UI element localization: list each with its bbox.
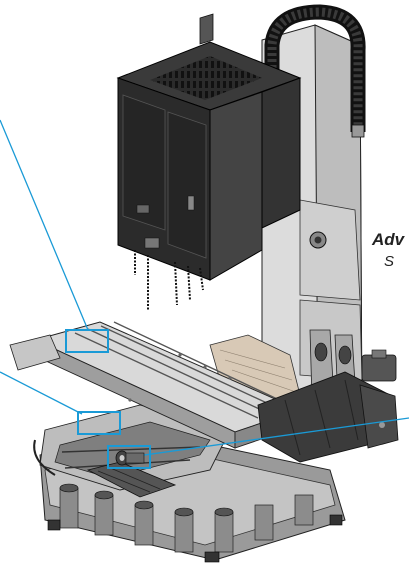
saddle-rails — [33, 404, 231, 498]
caption-line-1: Adv — [372, 230, 405, 249]
callout-line-1 — [0, 119, 89, 331]
way-cover — [209, 334, 301, 416]
callout-lines — [0, 119, 409, 459]
callout-box-saddle-way — [77, 411, 121, 435]
caption-line-2: S — [384, 253, 395, 270]
callout-box-ballscrew — [107, 445, 151, 469]
ballscrew-bearing-detail — [115, 450, 145, 466]
callout-line-3 — [122, 417, 409, 459]
work-table — [9, 321, 399, 463]
cable-chain — [264, 4, 366, 138]
callout-boxes — [65, 329, 151, 469]
spindle-head-cabinet — [116, 13, 302, 310]
callout-box-table-drive — [65, 329, 109, 353]
callout-line-2 — [0, 371, 83, 415]
